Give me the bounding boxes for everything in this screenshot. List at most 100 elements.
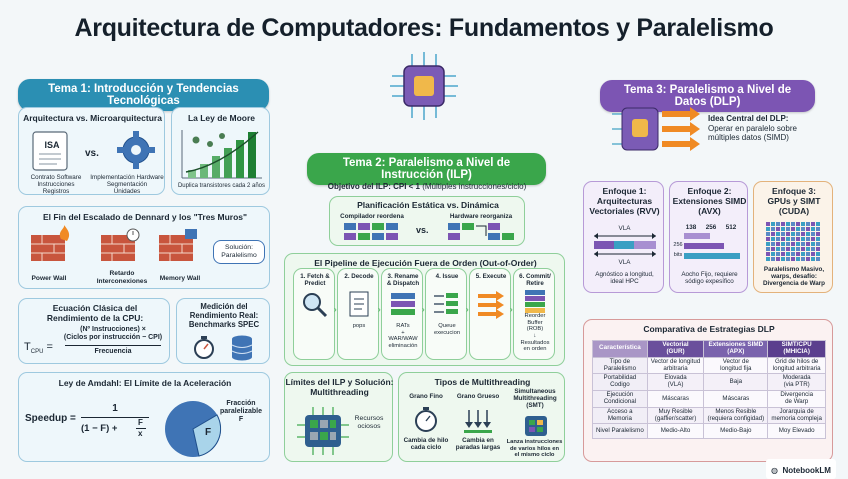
- comparativa-heading: Comparativa de Estrategias DLP: [643, 324, 775, 334]
- fine-grain-clock-icon: [415, 407, 437, 432]
- execute-units-icon: [478, 291, 504, 319]
- notebooklm-badge: ◍ NotebookLM: [766, 459, 836, 479]
- comparativa-card: Comparativa de Estrategias DLP Caracterí…: [583, 319, 833, 462]
- processor-chip-icon: [390, 52, 458, 120]
- cpu-eq-lhs-group: TCPU =: [24, 341, 53, 355]
- planif-left: Compilador reordena: [340, 213, 404, 220]
- gpu-thread-grid: [766, 222, 820, 261]
- wall-label-interconnect: Retardo Interconexiones: [96, 270, 148, 285]
- pipeline-arrow-icon: ›: [334, 305, 337, 314]
- table-cell: Máscaras: [703, 390, 769, 408]
- vs-label: vs.: [85, 148, 99, 159]
- moore-heading: La Ley de Moore: [187, 113, 256, 123]
- pipeline-stage-label: 1. Fetch & Predict: [300, 273, 330, 288]
- enfoque3-card: Enfoque 3: GPUs y SIMT (CUDA) Paralelism…: [753, 181, 833, 293]
- enfoque3-heading: Enfoque 3: GPUs y SIMT (CUDA): [767, 186, 821, 216]
- wall-label-power: Power Wall: [31, 275, 67, 282]
- ilp-objective-bold: Objetivo del ILP: CPI < 1: [327, 182, 420, 191]
- amdahl-numerator: 1: [112, 403, 118, 414]
- pipeline-stage: 5. Execute: [469, 268, 511, 360]
- dlp-idea-bold: Idea Central del DLP:: [708, 114, 789, 123]
- pipeline-stage-note: pops: [352, 323, 366, 329]
- arch-vs-micro-card: Arquitectura vs. Microarquitectura ISA v…: [18, 107, 165, 195]
- table-cell: Portabilidad Codigo: [592, 373, 648, 392]
- pipeline-stage-note: Queue execucion: [433, 323, 461, 336]
- simd-register-bars: [684, 233, 740, 259]
- pipeline-arrow-icon: ›: [510, 305, 513, 314]
- pipeline-stage-note: RATs + WAR/WAW eliminación: [388, 323, 418, 349]
- pipeline-stage-note: Reorder Buffer (ROB) ↓ Resultados en ord…: [520, 313, 550, 353]
- amdahl-heading: Ley de Amdahl: El Límite de la Aceleraci…: [58, 378, 232, 388]
- moore-growth-chart: [181, 130, 262, 179]
- notebooklm-icon: ◍: [771, 466, 778, 475]
- amdahl-pie-chart: [165, 401, 222, 457]
- magnifier-icon: [303, 293, 328, 318]
- tema1-label: Tema 1: Introducción y Tendencias Tecnol…: [18, 79, 269, 111]
- issue-queue-icon: [434, 293, 458, 314]
- dlp-chip-arrows-icon: [612, 107, 700, 151]
- table-cell: Moy Elevado: [767, 423, 826, 440]
- dlp-idea-rest: Operar en paralelo sobre múltiples datos…: [708, 123, 797, 143]
- cpu-equation-card: Ecuación Clásica del Rendimiento de la C…: [18, 298, 170, 364]
- planif-heading: Planificación Estática vs. Dinámica: [357, 200, 499, 210]
- enfoque3-caption: Paralelismo Masivo, warps, desafío: Dive…: [762, 266, 826, 288]
- table-cell: Máscaras: [646, 390, 705, 408]
- mt-caption-smt: Lanza instrucciones de varios hilos en e…: [506, 439, 563, 459]
- amdahl-card: Ley de Amdahl: El Límite de la Aceleraci…: [18, 372, 270, 462]
- enfoque1-vla-bottom: VLA: [618, 259, 631, 266]
- enfoque1-card: Enfoque 1: Arquitecturas Vectoriales (RV…: [583, 181, 664, 293]
- table-header-cell: SIMT/CPU (MHICIA): [767, 340, 826, 358]
- pie-caption: Fracción paralelizable F: [219, 400, 263, 424]
- arch-heading: Arquitectura vs. Microarquitectura: [23, 113, 162, 123]
- notebooklm-logo: NotebookLM: [782, 466, 831, 475]
- tema2-label: Tema 2: Paralelismo a Nivel de Instrucci…: [307, 153, 546, 185]
- smt-chip-icon: [525, 416, 547, 436]
- coarse-grain-arrows-icon: [464, 410, 492, 433]
- enfoque1-caption: Agnóstico a longitud, ideal HPC: [595, 271, 654, 286]
- table-cell: Jorarquia de memoria compleja: [767, 406, 826, 425]
- table-cell: Vector de longitud fija: [703, 356, 769, 375]
- database-icon: [231, 335, 253, 361]
- mt-caption-coarse: Cambia en paradas largas: [455, 437, 501, 452]
- rename-table-icon: [391, 293, 415, 315]
- pie-label-f: F: [205, 427, 212, 438]
- enfoque2-caption: Aocho Fijo, requiere sódigo expesífico: [681, 271, 738, 286]
- table-cell: Ejecución Condicional: [592, 390, 648, 408]
- page-title: Arquitectura de Computadores: Fundamento…: [74, 14, 774, 42]
- moore-caption: Duplica transistores cada 2 años: [177, 183, 266, 189]
- cpu-eq-numerator: (Nº Instrucciones) × (Ciclos por instruc…: [63, 326, 163, 342]
- wall-label-memory: Memory Wall: [159, 275, 201, 282]
- table-header-cell: Extensiones SIMD (APX): [703, 340, 769, 358]
- simd-bits-b: bits: [673, 252, 683, 258]
- pipeline-stage-label: 5. Execute: [475, 273, 507, 280]
- cpu-eq-heading: Ecuación Clásica del Rendimiento de la C…: [46, 303, 144, 323]
- interconnect-wall-icon: [101, 228, 140, 261]
- pipeline-stage-label: 6. Commit/ Retire: [519, 273, 551, 288]
- planificacion-card: Planificación Estática vs. Dinámica Comp…: [329, 196, 525, 246]
- cpu-eq-sub: CPU: [30, 349, 44, 356]
- simd-width-512: 512: [725, 224, 737, 231]
- reorder-buffer-icon: [525, 290, 545, 313]
- ilp-limits-card: Límites del ILP y Solución: Multithreadi…: [284, 372, 394, 462]
- limits-heading: Límites del ILP y Solución: Multithreadi…: [285, 377, 394, 397]
- arch-left-caption: Contrato Software Instrucciones Registro…: [30, 174, 82, 196]
- enfoque2-card: Enfoque 2: Extensiones SIMD (AVX) 138 25…: [669, 181, 748, 293]
- enfoque2-heading: Enfoque 2: Extensiones SIMD (AVX): [672, 186, 747, 216]
- memory-wall-icon: [159, 229, 197, 261]
- cpu-eq-fraction-bar: [65, 345, 161, 346]
- amdahl-den-bar: [136, 428, 146, 429]
- spec-heading: Medición del Rendimiento Real: Benchmark…: [188, 302, 260, 329]
- tema3-label: Tema 3: Paralelismo a Nivel de Datos (DL…: [600, 80, 815, 112]
- mt-caption-fine: Cambia de hilo cada ciclo: [403, 437, 449, 452]
- table-cell: Moderada (via PTR): [767, 373, 826, 392]
- amdahl-fraction-bar: [81, 417, 149, 418]
